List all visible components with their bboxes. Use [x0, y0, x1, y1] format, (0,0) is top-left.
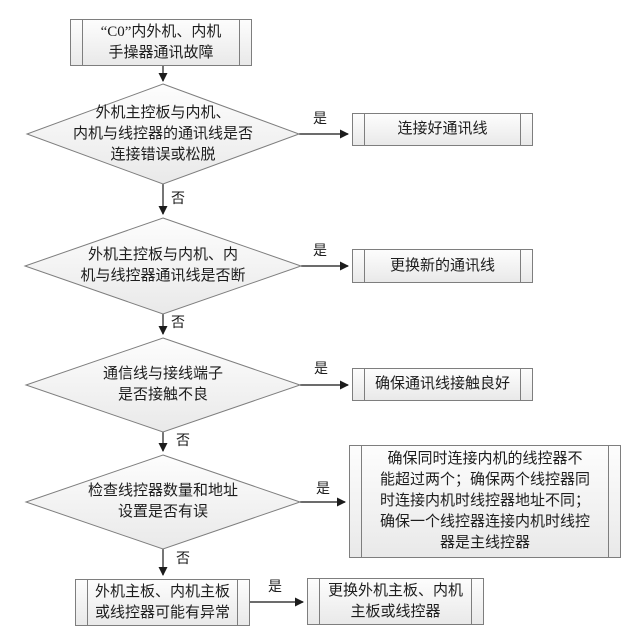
decision1-diamond — [25, 83, 301, 185]
decision4-diamond — [24, 454, 302, 550]
decision2-node: 外机主控板与内机、内 机与线控器通讯线是否断 — [38, 218, 288, 314]
connectors — [158, 66, 349, 607]
edge-label-yes-2: 是 — [313, 244, 327, 259]
decision3-node: 通信线与接线端子 是否接触不良 — [39, 338, 287, 432]
decision2-node-text: 外机主控板与内机、内 机与线控器通讯线是否断 — [80, 247, 246, 284]
edge-label-no-3: 否 — [176, 434, 190, 449]
action5-node: 更换外机主板、内机 主板或线控器 — [307, 578, 484, 625]
edge-label-yes-4: 是 — [316, 482, 330, 497]
action1-node: 连接好通讯线 — [352, 113, 533, 146]
edge-label-no-4: 否 — [176, 552, 190, 567]
decision1-node-text: 外机主控板与内机、 内机与线控器的通讯线是否 连接错误或松脱 — [72, 104, 253, 163]
action2-node: 更换新的通讯线 — [352, 249, 533, 283]
decision1-node: 外机主控板与内机、 内机与线控器的通讯线是否 连接错误或松脱 — [40, 84, 286, 184]
decision4-node: 检查线控器数量和地址 设置是否有误 — [39, 455, 287, 549]
decision3-node-text: 通信线与接线端子 是否接触不良 — [102, 366, 223, 403]
edge-label-no-1: 否 — [171, 192, 185, 207]
action5-node-text: 更换外机主板、内机 主板或线控器 — [327, 582, 463, 620]
action3-node-text: 确保通讯线接触良好 — [374, 376, 510, 392]
edge-label-no-2: 否 — [171, 316, 185, 331]
decision3-diamond — [24, 337, 302, 433]
start-node-text: “C0”内外机、内机 手操器通讯故障 — [100, 23, 222, 61]
action1-node-text: 连接好通讯线 — [397, 121, 488, 137]
decision4-node-text: 检查线控器数量和地址 设置是否有误 — [87, 483, 238, 520]
edge-label-yes-5: 是 — [268, 580, 282, 595]
action4-node-text: 确保同时连接内机的线控器不 能超过两个；确保两个线控器同 时连接内机时线控器地址… — [379, 451, 590, 551]
action4-node: 确保同时连接内机的线控器不 能超过两个；确保两个线控器同 时连接内机时线控器地址… — [349, 445, 621, 558]
edge-label-yes-1: 是 — [313, 112, 327, 127]
action2-node-text: 更换新的通讯线 — [389, 257, 495, 274]
decision2-diamond — [23, 217, 303, 315]
start-node: “C0”内外机、内机 手操器通讯故障 — [70, 19, 252, 66]
process5-node-text: 外机主板、内机主板 或线控器可能有异常 — [94, 583, 230, 621]
action3-node: 确保通讯线接触良好 — [352, 368, 533, 401]
decision-diamonds — [23, 83, 303, 550]
edge-label-yes-3: 是 — [314, 362, 328, 377]
process5-node: 外机主板、内机主板 或线控器可能有异常 — [75, 579, 250, 626]
